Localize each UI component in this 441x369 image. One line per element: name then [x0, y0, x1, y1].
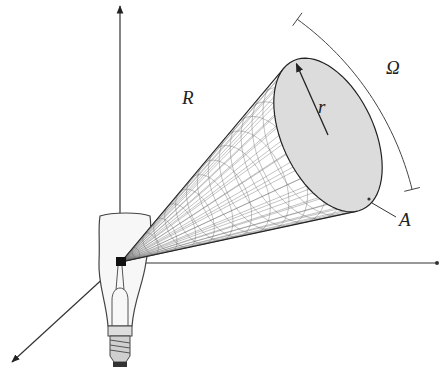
symbol-label: r [318, 97, 325, 116]
symbol-label: A [399, 210, 411, 229]
leader-dot [367, 197, 370, 200]
symbol-label: Ω [386, 58, 400, 77]
angle-arc [293, 13, 420, 192]
axis-end [435, 261, 439, 265]
cone [116, 58, 382, 266]
leader-line [372, 203, 396, 217]
symbol-label: R [182, 88, 194, 107]
axis-horizontal [120, 262, 436, 263]
